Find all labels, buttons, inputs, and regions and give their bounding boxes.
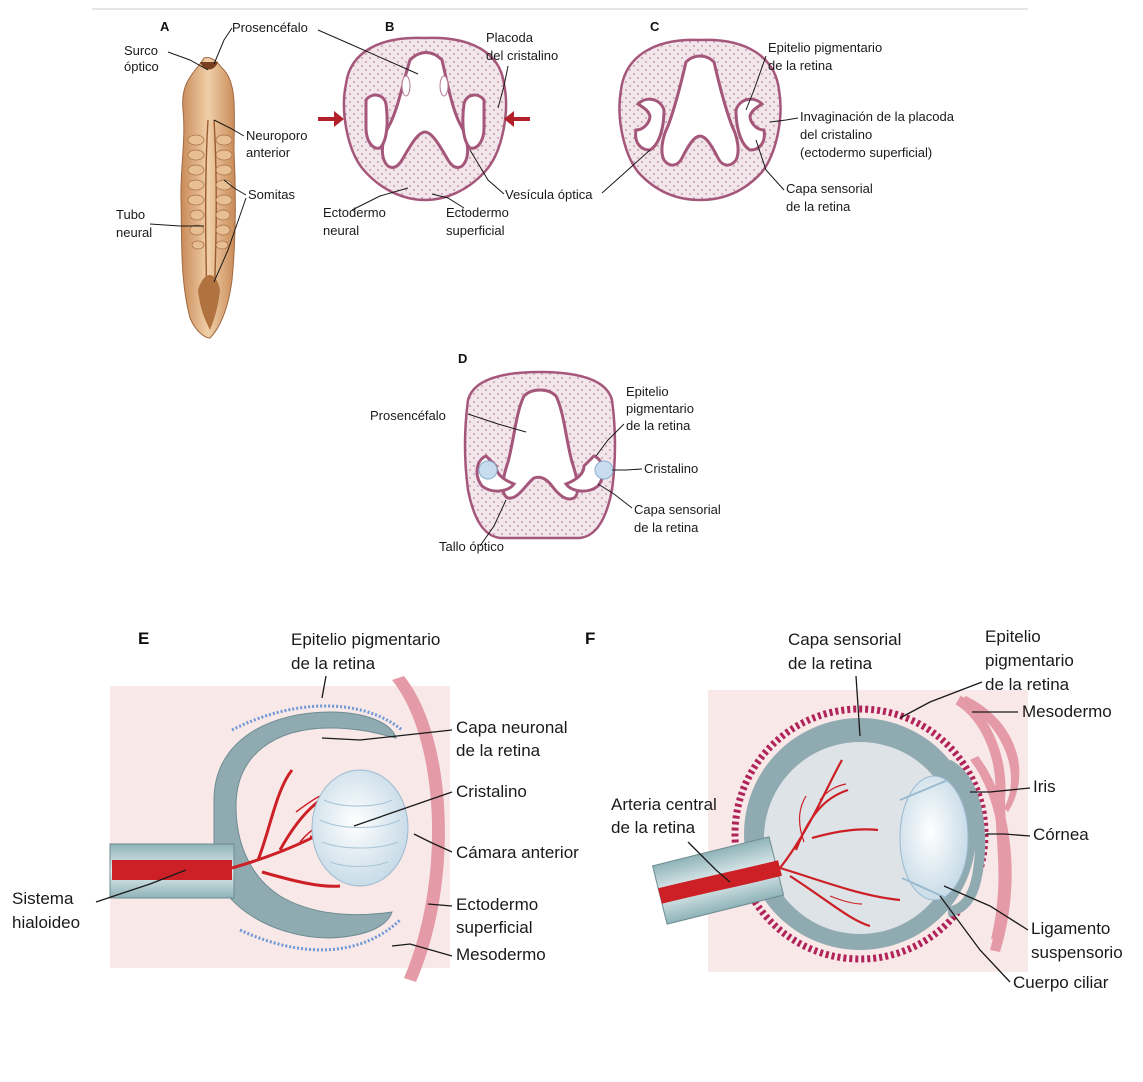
- label-f-ligamento-2: suspensorio: [1031, 943, 1123, 962]
- label-surco-optico-2: óptico: [124, 59, 159, 74]
- label-surco-optico-1: Surco: [124, 43, 158, 58]
- label-ecto-neural-2: neural: [323, 223, 359, 238]
- panel-c-section: [620, 40, 781, 200]
- label-d-cristalino: Cristalino: [644, 461, 698, 476]
- arrow-left: [318, 111, 344, 127]
- label-f-cuerpo-ciliar: Cuerpo ciliar: [1013, 973, 1109, 992]
- panel-b-section: [344, 38, 506, 200]
- panel-e-eye: [110, 676, 450, 982]
- label-e-ecto-2: superficial: [456, 918, 533, 937]
- panel-label-b: B: [385, 19, 394, 34]
- label-c-invag-3: (ectodermo superficial): [800, 145, 932, 160]
- label-e-mesodermo: Mesodermo: [456, 945, 546, 964]
- label-e-ecto-1: Ectodermo: [456, 895, 538, 914]
- panel-label-f: F: [585, 629, 595, 648]
- label-e-capa-2: de la retina: [456, 741, 541, 760]
- label-f-arteria-1: Arteria central: [611, 795, 717, 814]
- arrow-right: [504, 111, 530, 127]
- label-placoda-1: Placoda: [486, 30, 534, 45]
- label-e-epitelio-1: Epitelio pigmentario: [291, 630, 440, 649]
- label-f-epitelio-2: pigmentario: [985, 651, 1074, 670]
- label-f-cornea: Córnea: [1033, 825, 1089, 844]
- label-f-mesodermo: Mesodermo: [1022, 702, 1112, 721]
- panel-d-section: [465, 372, 615, 538]
- label-f-capa-1: Capa sensorial: [788, 630, 901, 649]
- label-c-capa-2: de la retina: [786, 199, 851, 214]
- label-d-capa-2: de la retina: [634, 520, 699, 535]
- label-c-epitelio-2: de la retina: [768, 58, 833, 73]
- label-f-arteria-2: de la retina: [611, 818, 696, 837]
- label-vesicula-optica: Vesícula óptica: [505, 187, 593, 202]
- panel-a-embryo: [181, 57, 235, 338]
- label-e-epitelio-2: de la retina: [291, 654, 376, 673]
- label-prosencefalo-a: Prosencéfalo: [232, 20, 308, 35]
- label-e-sistema-1: Sistema: [12, 889, 74, 908]
- label-placoda-2: del cristalino: [486, 48, 558, 63]
- label-d-epitelio-2: pigmentario: [626, 401, 694, 416]
- label-e-cristalino: Cristalino: [456, 782, 527, 801]
- label-c-capa-1: Capa sensorial: [786, 181, 873, 196]
- label-f-capa-2: de la retina: [788, 654, 873, 673]
- label-neuroporo-2: anterior: [246, 145, 291, 160]
- panel-f-eye: [653, 690, 1028, 972]
- label-d-epitelio-3: de la retina: [626, 418, 691, 433]
- label-d-capa-1: Capa sensorial: [634, 502, 721, 517]
- label-c-epitelio-1: Epitelio pigmentario: [768, 40, 882, 55]
- panel-label-e: E: [138, 629, 149, 648]
- label-d-tallo-optico: Tallo óptico: [439, 539, 504, 554]
- panel-label-d: D: [458, 351, 467, 366]
- label-e-sistema-2: hialoideo: [12, 913, 80, 932]
- label-d-prosencefalo: Prosencéfalo: [370, 408, 446, 423]
- label-c-invag-2: del cristalino: [800, 127, 872, 142]
- label-f-ligamento-1: Ligamento: [1031, 919, 1110, 938]
- panel-label-a: A: [160, 19, 170, 34]
- label-f-iris: Iris: [1033, 777, 1056, 796]
- label-d-epitelio-1: Epitelio: [626, 384, 669, 399]
- label-e-camara: Cámara anterior: [456, 843, 579, 862]
- label-neuroporo-1: Neuroporo: [246, 128, 307, 143]
- label-ecto-neural-1: Ectodermo: [323, 205, 386, 220]
- label-tubo-neural-2: neural: [116, 225, 152, 240]
- panel-label-c: C: [650, 19, 660, 34]
- label-ecto-sup-1: Ectodermo: [446, 205, 509, 220]
- label-f-epitelio-3: de la retina: [985, 675, 1070, 694]
- label-somitas: Somitas: [248, 187, 295, 202]
- label-c-invag-1: Invaginación de la placoda: [800, 109, 955, 124]
- label-ecto-sup-2: superficial: [446, 223, 505, 238]
- label-tubo-neural-1: Tubo: [116, 207, 145, 222]
- label-f-epitelio-1: Epitelio: [985, 627, 1041, 646]
- label-e-capa-1: Capa neuronal: [456, 718, 568, 737]
